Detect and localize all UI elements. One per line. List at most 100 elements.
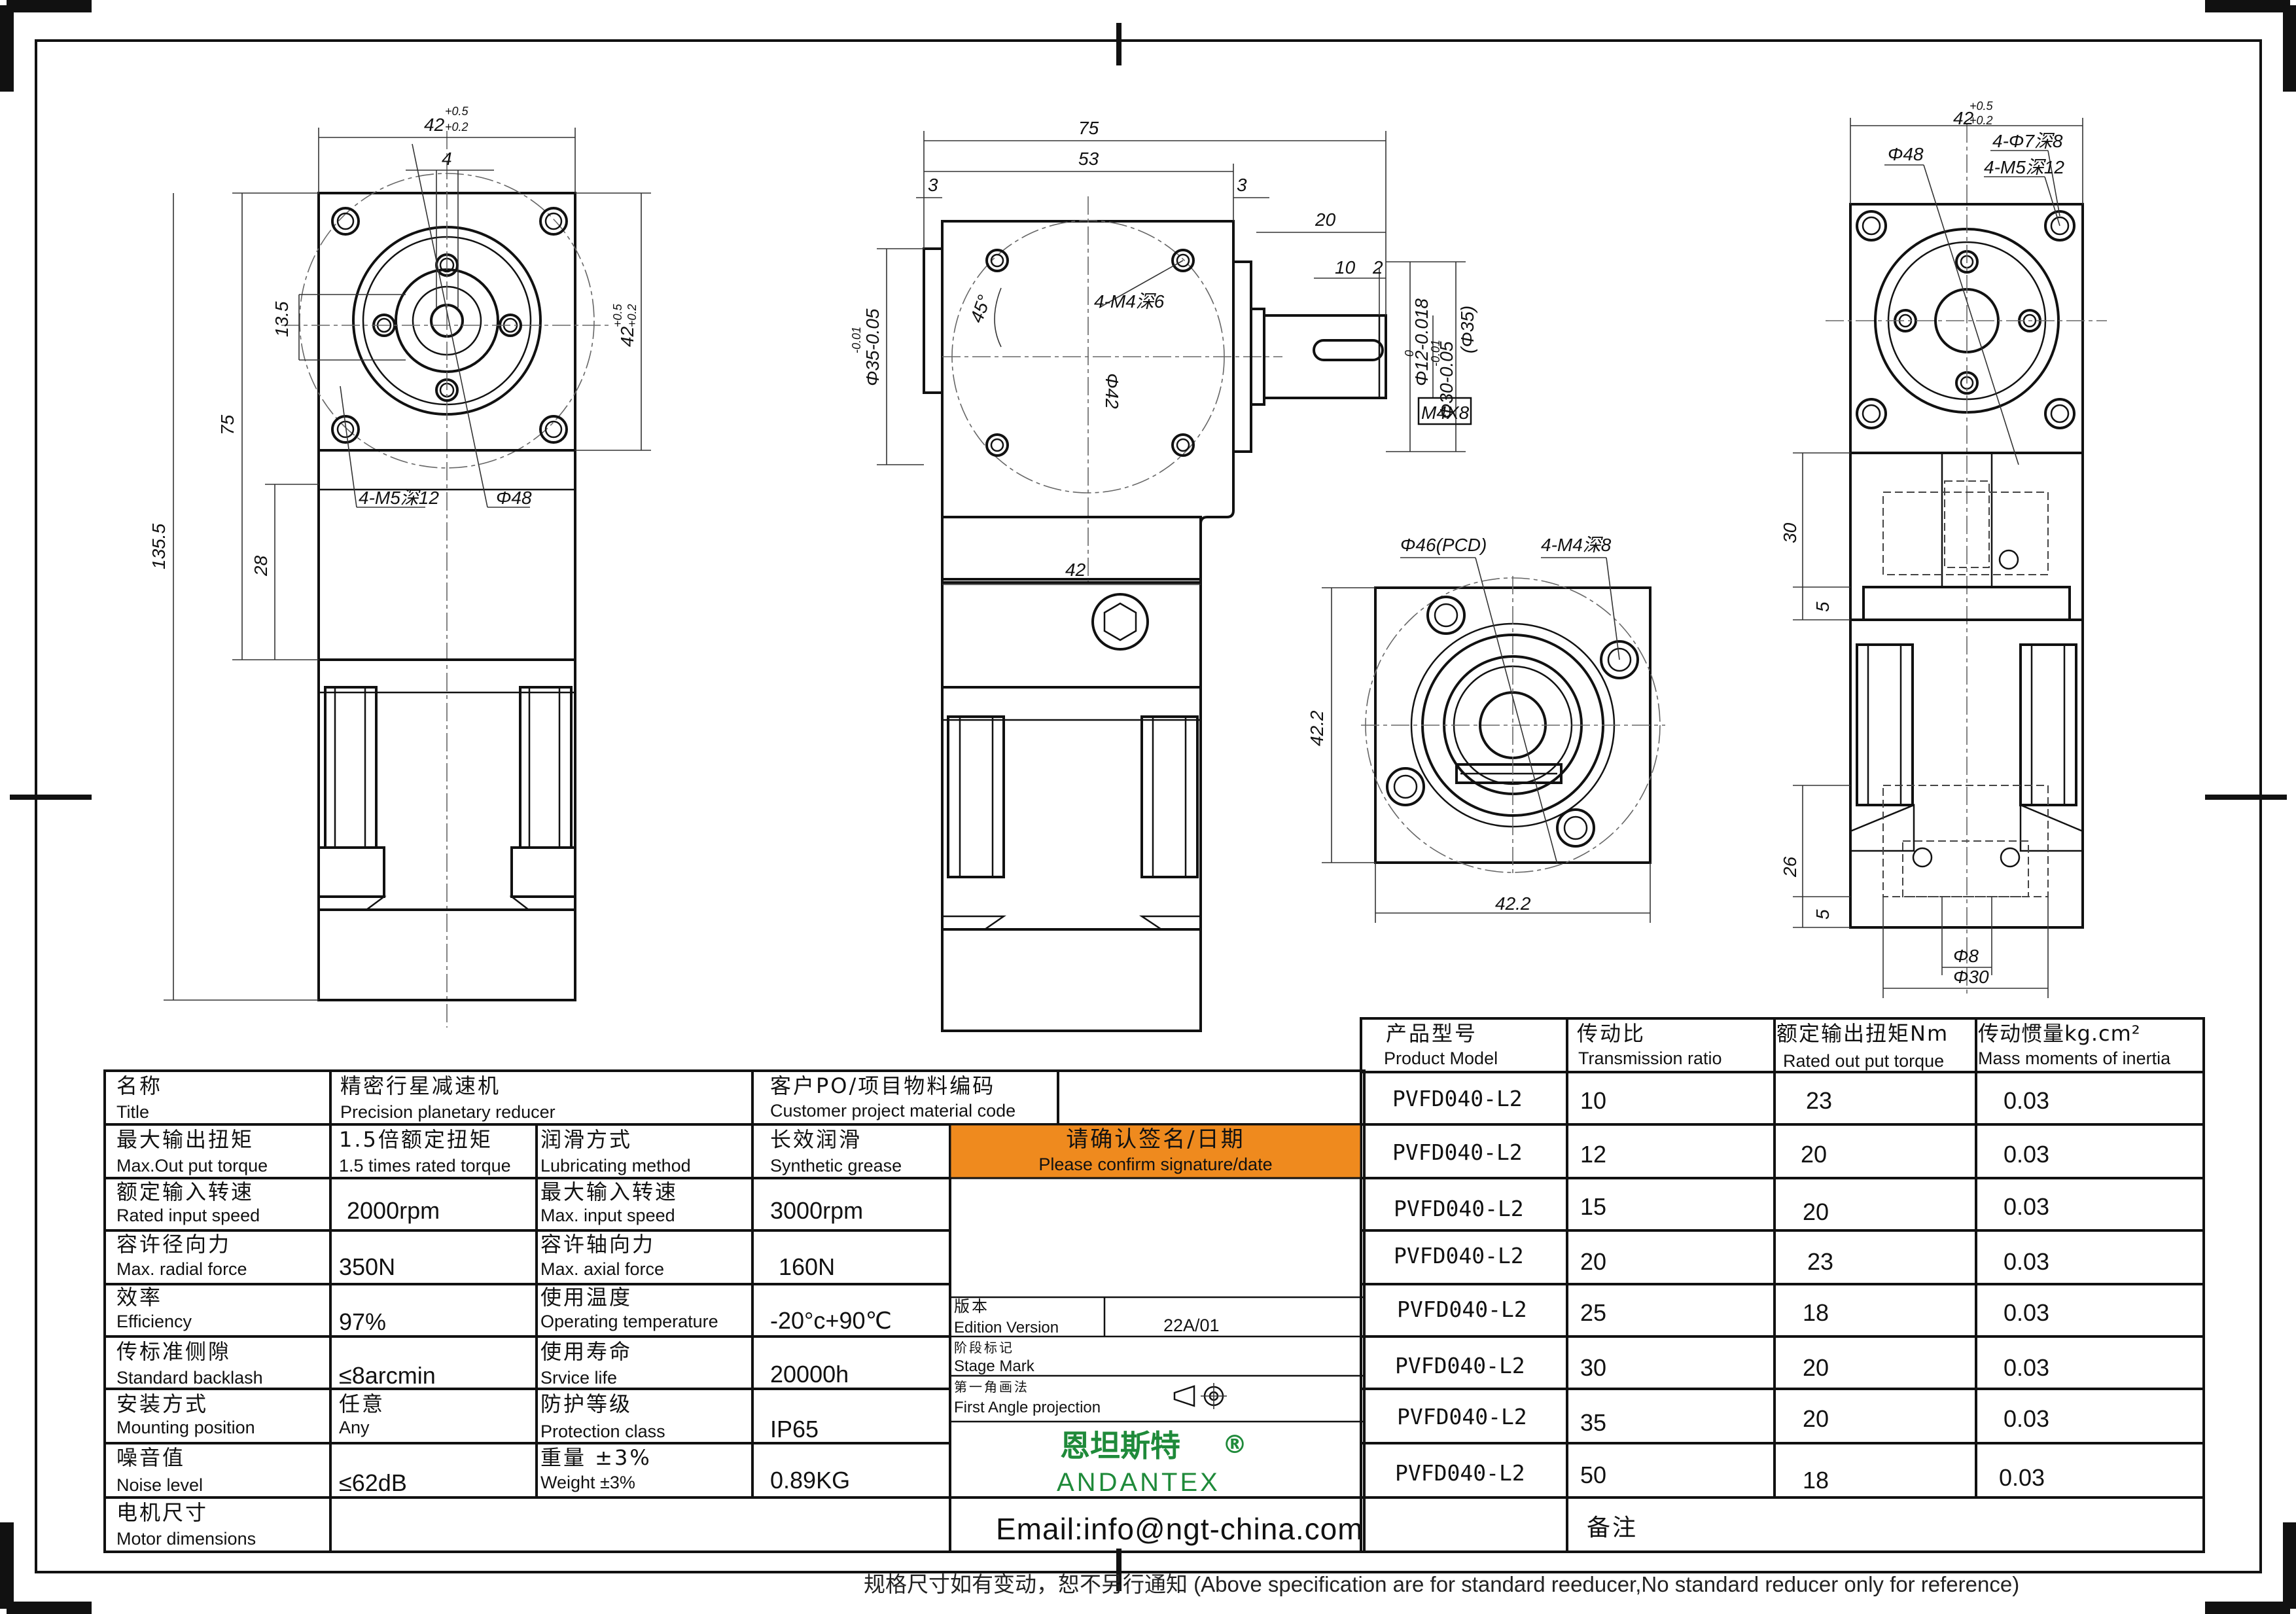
svg-text:长效润滑: 长效润滑 [770, 1127, 862, 1152]
svg-text:0.03: 0.03 [1999, 1464, 2045, 1491]
svg-text:Precision planetary reducer: Precision planetary reducer [340, 1102, 556, 1122]
svg-text:Synthetic grease: Synthetic grease [770, 1156, 902, 1175]
svg-text:0.03: 0.03 [2004, 1299, 2049, 1326]
svg-text:Φ30: Φ30 [1953, 967, 1989, 987]
svg-text:≤8arcmin: ≤8arcmin [339, 1362, 436, 1389]
svg-text:电机尺寸: 电机尺寸 [116, 1500, 208, 1525]
svg-text:42.2: 42.2 [1495, 893, 1531, 914]
left-view-dims: 42 +0.5 +0.2 4 13.5 42 +0.5 +0.2 75 135.… [149, 105, 639, 577]
svg-text:版本: 版本 [954, 1297, 989, 1316]
svg-text:Φ35-0.05: Φ35-0.05 [862, 308, 883, 386]
svg-text:20000h: 20000h [770, 1361, 849, 1388]
svg-text:防护等级: 防护等级 [540, 1391, 632, 1416]
svg-text:350N: 350N [339, 1253, 395, 1280]
svg-text:4-M4深6: 4-M4深6 [1094, 291, 1165, 312]
svg-text:Φ46(PCD): Φ46(PCD) [1400, 535, 1487, 555]
svg-text:20: 20 [1803, 1354, 1829, 1381]
svg-text:42: 42 [424, 115, 445, 135]
svg-text:重量 ±3%: 重量 ±3% [540, 1445, 652, 1470]
svg-text:-20°c+90℃: -20°c+90℃ [770, 1307, 892, 1334]
svg-text:20: 20 [1803, 1405, 1829, 1432]
svg-text:3000rpm: 3000rpm [770, 1197, 863, 1224]
svg-text:0.03: 0.03 [2004, 1141, 2049, 1168]
svg-text:Rated out put torque: Rated out put torque [1783, 1051, 1944, 1071]
svg-text:恩坦斯特: 恩坦斯特 [1060, 1428, 1180, 1463]
svg-text:PVFD040-L2: PVFD040-L2 [1397, 1297, 1527, 1322]
svg-text:最大输出扭矩: 最大输出扭矩 [116, 1127, 254, 1152]
svg-text:3: 3 [928, 175, 938, 195]
svg-text:25: 25 [1580, 1299, 1606, 1326]
svg-text:Motor dimensions: Motor dimensions [116, 1529, 256, 1549]
svg-text:润滑方式: 润滑方式 [540, 1127, 632, 1152]
svg-text:Email:info@ngt-china.com: Email:info@ngt-china.com [996, 1512, 1364, 1546]
svg-text:名称: 名称 [116, 1073, 162, 1098]
svg-text:产品型号: 产品型号 [1386, 1021, 1477, 1046]
model-table-text: 产品型号 Product Model 传动比 Transmission rati… [1384, 1021, 2171, 1541]
svg-text:30: 30 [1580, 1354, 1606, 1381]
svg-text:42: 42 [1953, 108, 1974, 128]
svg-text:42: 42 [1065, 560, 1086, 580]
svg-text:Transmission ratio: Transmission ratio [1578, 1049, 1722, 1068]
svg-text:5: 5 [1812, 601, 1833, 612]
svg-text:PVFD040-L2: PVFD040-L2 [1394, 1243, 1524, 1268]
svg-text:20: 20 [1580, 1248, 1606, 1275]
svg-text:Lubricating method: Lubricating method [540, 1156, 691, 1175]
svg-text:10: 10 [1335, 257, 1356, 278]
svg-text:容许径向力: 容许径向力 [116, 1232, 231, 1257]
svg-text:Efficiency: Efficiency [116, 1312, 192, 1331]
svg-text:1.5 times rated torque: 1.5 times rated torque [339, 1156, 511, 1175]
svg-text:5: 5 [1812, 909, 1833, 920]
svg-text:Standard backlash: Standard backlash [116, 1368, 263, 1388]
svg-text:Max. axial force: Max. axial force [540, 1259, 664, 1279]
svg-text:效率: 效率 [116, 1285, 162, 1310]
svg-text:®: ® [1222, 1430, 1247, 1459]
svg-text:Φ12-0.018: Φ12-0.018 [1411, 298, 1432, 386]
footer-note: 规格尺寸如有变动，恕不另行通知 (Above specification are… [864, 1572, 2019, 1596]
svg-text:备注: 备注 [1587, 1515, 1638, 1541]
svg-text:请确认签名/日期: 请确认签名/日期 [1066, 1126, 1245, 1153]
svg-text:M4X8: M4X8 [1421, 403, 1470, 423]
svg-text:4: 4 [442, 149, 452, 169]
svg-text:第一角画法: 第一角画法 [954, 1379, 1029, 1395]
svg-text:任意: 任意 [339, 1391, 385, 1416]
svg-text:IP65: IP65 [770, 1416, 819, 1443]
svg-text:Protection class: Protection class [540, 1422, 665, 1441]
svg-text:PVFD040-L2: PVFD040-L2 [1395, 1460, 1525, 1486]
spec-table-text: 名称 Title 精密行星减速机 Precision planetary red… [116, 1073, 1364, 1549]
svg-text:Please confirm signature/date: Please confirm signature/date [1038, 1155, 1272, 1174]
svg-text:Rated input speed: Rated input speed [116, 1206, 260, 1225]
svg-text:Max. radial force: Max. radial force [116, 1259, 247, 1279]
svg-text:Mounting position: Mounting position [116, 1418, 255, 1437]
svg-text:20: 20 [1803, 1198, 1829, 1225]
svg-text:18: 18 [1803, 1467, 1829, 1494]
svg-text:135.5: 135.5 [149, 524, 169, 569]
svg-text:20: 20 [1801, 1141, 1827, 1168]
svg-text:97%: 97% [339, 1308, 386, 1335]
svg-text:+0.5: +0.5 [445, 105, 469, 118]
svg-text:3: 3 [1237, 175, 1247, 195]
svg-text:Edition Version: Edition Version [954, 1319, 1059, 1336]
svg-text:噪音值: 噪音值 [116, 1445, 185, 1470]
svg-text:Operating temperature: Operating temperature [540, 1312, 718, 1331]
svg-text:4-M5深12: 4-M5深12 [359, 488, 439, 508]
svg-text:Title: Title [116, 1102, 149, 1122]
svg-text:0.89KG: 0.89KG [770, 1467, 850, 1494]
spec-table [103, 1017, 2205, 1553]
svg-text:Φ48: Φ48 [1888, 144, 1924, 164]
svg-text:+0.5: +0.5 [1969, 99, 1994, 113]
svg-text:1.5倍额定扭矩: 1.5倍额定扭矩 [339, 1127, 493, 1152]
svg-text:Weight ±3%: Weight ±3% [540, 1473, 635, 1492]
svg-text:2000rpm: 2000rpm [347, 1197, 440, 1224]
svg-text:Φ30-0.05: Φ30-0.05 [1436, 341, 1457, 419]
svg-text:PVFD040-L2: PVFD040-L2 [1395, 1353, 1525, 1378]
svg-text:13.5: 13.5 [272, 301, 292, 337]
svg-text:18: 18 [1803, 1299, 1829, 1326]
svg-text:(Φ35): (Φ35) [1457, 306, 1477, 353]
svg-text:23: 23 [1807, 1248, 1833, 1275]
svg-text:≤62dB: ≤62dB [339, 1469, 407, 1496]
svg-text:客户PO/项目物料编码: 客户PO/项目物料编码 [770, 1073, 995, 1098]
svg-text:4-M4深8: 4-M4深8 [1541, 535, 1612, 555]
svg-text:Srvice life: Srvice life [540, 1368, 617, 1388]
